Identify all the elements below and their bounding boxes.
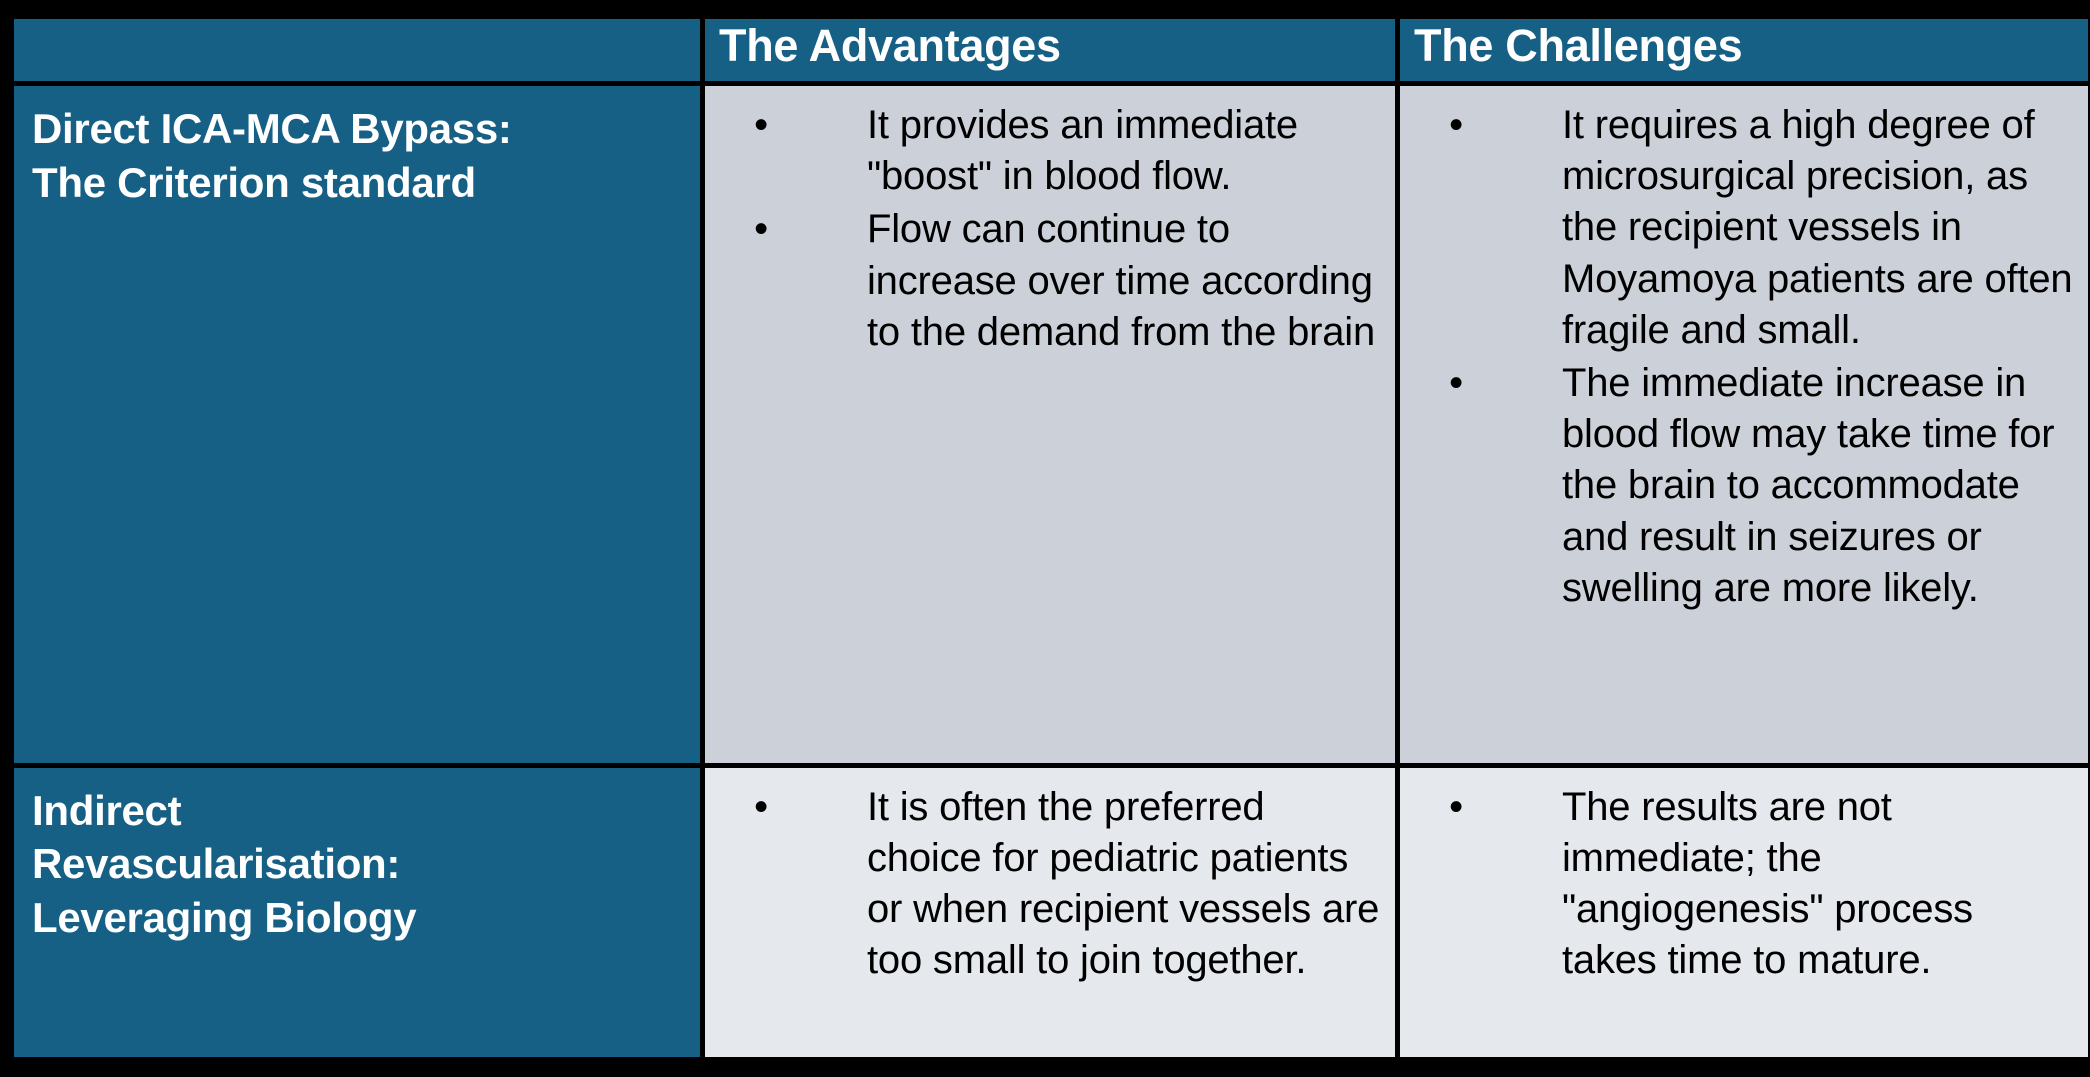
list-item-text: It is often the preferred choice for ped…	[867, 784, 1380, 983]
bullet-icon: •	[1449, 784, 1463, 829]
list-item: • The immediate increase in blood flow m…	[1406, 358, 2074, 614]
row-label-indirect-revascularisation: Indirect Revascularisation: Leveraging B…	[14, 767, 700, 1057]
bullet-icon: •	[754, 784, 768, 829]
bullet-list: • It provides an immediate "boost" in bl…	[711, 100, 1381, 358]
header-corner-cell	[14, 19, 700, 81]
bullet-icon: •	[754, 103, 768, 147]
cell-indirect-advantages: • It is often the preferred choice for p…	[705, 767, 1395, 1057]
list-item: • It requires a high degree of microsurg…	[1406, 100, 2074, 356]
list-item: • It is often the preferred choice for p…	[711, 782, 1381, 987]
list-item-text: The immediate increase in blood flow may…	[1562, 360, 2055, 610]
list-item: • The results are not immediate; the "an…	[1406, 782, 2074, 987]
table-body: Direct ICA-MCA Bypass: The Criterion sta…	[14, 86, 2088, 1057]
list-item: • It provides an immediate "boost" in bl…	[711, 100, 1381, 202]
cell-direct-challenges: • It requires a high degree of microsurg…	[1400, 86, 2088, 763]
list-item-text: It requires a high degree of microsurgic…	[1562, 103, 2073, 352]
bullet-icon: •	[1449, 103, 1463, 147]
row-label-line: The Criterion standard	[32, 158, 476, 206]
cell-indirect-challenges: • The results are not immediate; the "an…	[1400, 767, 2088, 1057]
list-item: • Flow can continue to increase over tim…	[711, 204, 1381, 358]
comparison-table: The Advantages The Challenges Direct ICA…	[9, 14, 2090, 1062]
table-row: Direct ICA-MCA Bypass: The Criterion sta…	[14, 86, 2088, 763]
header-row: The Advantages The Challenges	[14, 19, 2088, 81]
header-challenges: The Challenges	[1400, 19, 2088, 81]
cell-direct-advantages: • It provides an immediate "boost" in bl…	[705, 86, 1395, 763]
row-label-line: Leveraging Biology	[32, 894, 417, 942]
comparison-table-wrapper: The Advantages The Challenges Direct ICA…	[9, 14, 2088, 1062]
row-label-line: Revascularisation:	[32, 840, 401, 888]
header-advantages: The Advantages	[705, 19, 1395, 81]
table-row: Indirect Revascularisation: Leveraging B…	[14, 767, 2088, 1057]
bullet-icon: •	[754, 207, 768, 252]
list-item-text: Flow can continue to increase over time …	[867, 207, 1376, 354]
row-label-line: Direct ICA-MCA Bypass:	[32, 105, 512, 152]
row-label-line: Indirect	[32, 786, 182, 834]
bullet-list: • It requires a high degree of microsurg…	[1406, 100, 2074, 614]
bullet-icon: •	[1449, 360, 1463, 405]
list-item-text: The results are not immediate; the "angi…	[1562, 784, 1973, 983]
row-label-direct-bypass: Direct ICA-MCA Bypass: The Criterion sta…	[14, 86, 700, 763]
bullet-list: • It is often the preferred choice for p…	[711, 782, 1381, 987]
list-item-text: It provides an immediate "boost" in bloo…	[867, 103, 1298, 199]
table-header: The Advantages The Challenges	[14, 19, 2088, 81]
bullet-list: • The results are not immediate; the "an…	[1406, 782, 2074, 987]
